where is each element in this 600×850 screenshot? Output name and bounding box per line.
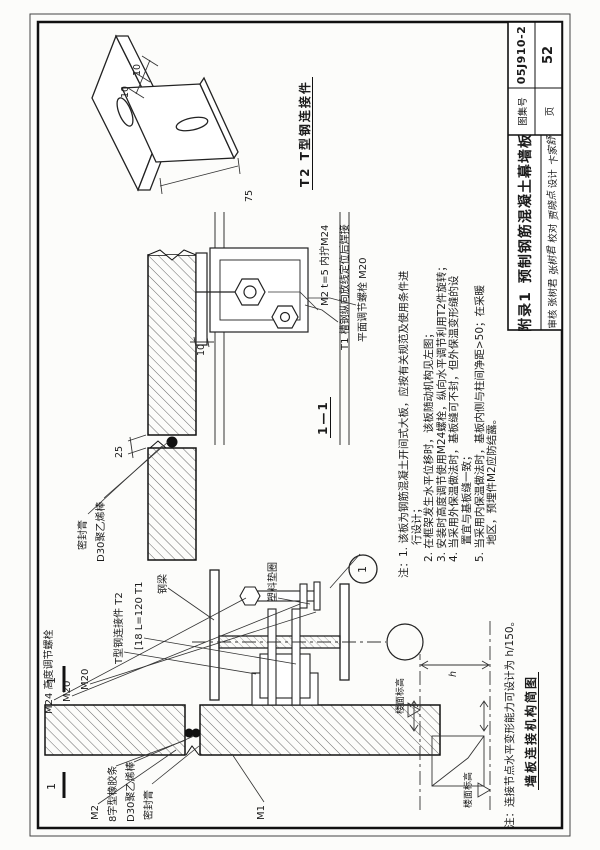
page-label: 页 — [544, 106, 556, 117]
label-sealant-2: 密封膏 — [144, 790, 155, 820]
signature-row: 审核 张树君 张树君 校对 贾晓点 设计 卞家舒 — [541, 135, 562, 330]
label-m24-height-bolt: M24 高度调节螺栓 — [44, 629, 55, 714]
label-steel-beam: 钢梁 — [158, 574, 169, 594]
section-1-1-title: 1—1 — [316, 397, 331, 438]
note-line: 4. 当采用外保温做法时，基板缝可不封，但外保温变形缝的设 — [448, 275, 461, 562]
checker-label: 校对 — [547, 223, 559, 243]
atlas-no-label: 图集号 — [517, 97, 529, 126]
mechanism-figure-title: 墙板连接机构简图 — [524, 671, 539, 790]
label-plastic-washer: 塑料垫圈 — [268, 562, 279, 602]
note-line: 3. 安装时高度调节使用M24螺栓，纵向水平调节利用T2件旋转； — [435, 261, 448, 562]
label-floor-level-1: 楼面标高 — [396, 677, 406, 714]
atlas-no-value: 05J910-2 — [515, 25, 528, 85]
reviewer-name: 张树君 — [547, 278, 559, 307]
sheet-title: 附录1 预制钢筋混凝土幕墙板 — [508, 133, 541, 332]
label-plan-adjust-bolt: 平面调节螺栓 M20 — [358, 257, 369, 342]
dim-10a: 10 — [120, 85, 131, 98]
designer-label: 设计 — [547, 169, 559, 189]
note-line: 置宜与基板缝一致； — [460, 450, 473, 546]
note-line: 注：1. 该板为钢筋混凝土开间式大板，应按有关规范及使用条件进 — [398, 270, 410, 578]
cut-mark-1a: 1 — [45, 783, 58, 790]
bracket-figure-title: T2 T型钢连接件 — [298, 77, 313, 190]
label-rubber-strip: 8字型橡胶条 — [108, 765, 119, 822]
reviewer-signature: 张树君 — [546, 244, 561, 276]
label-sealant: 密封膏 — [78, 520, 89, 550]
label-m2-plate: M2 t=5 内拧M24 — [320, 224, 331, 306]
label-m1-embed: M1 — [256, 805, 267, 820]
sheet-title-text: 预制钢筋混凝土幕墙板 — [517, 133, 534, 284]
dim-10: 10 — [196, 343, 207, 356]
note-line: 行设计； — [410, 503, 423, 545]
detail-bubble-1: 1 — [356, 566, 369, 573]
dim-25: 25 — [114, 445, 125, 458]
label-channel-t1: [18 L=120 T1 — [134, 581, 145, 651]
reviewer-label: 审核 — [547, 309, 559, 329]
note-line: 地区，预埋件M2应防结露。 — [486, 413, 499, 545]
note-line: 5. 当采用内保温做法时，基板内侧与柱间净距>50；在采暖 — [473, 284, 486, 562]
general-notes: 注：1. 该板为钢筋混凝土开间式大板，应按有关规范及使用条件进 行设计； 2. … — [398, 261, 499, 578]
label-t1-weld: T1 槽钢纵向放线定位后焊接 — [340, 224, 351, 350]
label-backer-rod: D30聚乙烯棒 — [96, 501, 107, 562]
label-t2-connector: T型钢连接件 T2 — [114, 592, 125, 664]
label-m2-embed: M2 — [90, 805, 101, 820]
label-m20-b: M20 — [80, 668, 91, 690]
appendix-label: 附录1 — [517, 291, 534, 332]
label-pe-rod: D30聚乙烯棒 — [126, 761, 137, 822]
note-line: 2. 在框架发生水平位移时，该板随动机构见左图； — [423, 328, 436, 562]
page-number: 52 — [541, 45, 556, 65]
label-m20-a: M20 — [62, 680, 73, 702]
dim-10b: 10 — [132, 63, 143, 76]
dim-h: h — [448, 670, 459, 677]
cut-mark-1b: 1 — [45, 677, 58, 684]
dim-75: 75 — [244, 189, 255, 202]
checker-signature: 贾晓点 — [546, 190, 561, 222]
mechanism-note: 注：连接节点水平变形能力可设计为 h/150。 — [504, 615, 516, 828]
label-floor-level-2: 楼面标高 — [464, 771, 474, 808]
designer-signature: 卞家舒 — [546, 135, 561, 167]
